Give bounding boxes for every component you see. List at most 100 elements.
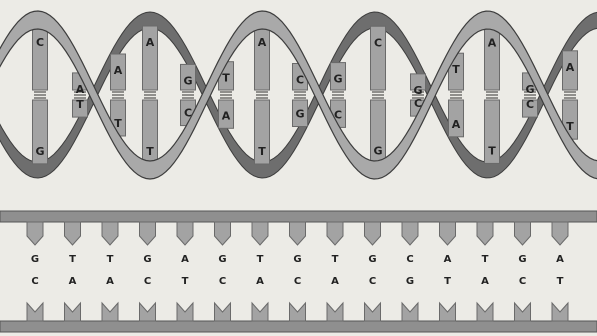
top-base-letter: C <box>406 254 413 265</box>
helix-base-bottom: A <box>452 118 461 131</box>
bottom-base-tab <box>365 303 381 321</box>
helix-base-bottom: G <box>35 145 44 158</box>
helix-base-pair: CG <box>371 26 386 163</box>
ladder-base-pair: GC <box>515 222 531 321</box>
helix-base-top: T <box>452 63 460 76</box>
top-base-tab <box>102 222 118 245</box>
top-base-tab <box>177 222 193 245</box>
bottom-base-letter: C <box>519 276 526 287</box>
bottom-base-tab <box>65 303 81 321</box>
ladder-base-pair: GC <box>290 222 306 321</box>
ladder-base-pair: GC <box>140 222 156 321</box>
top-base-letter: G <box>218 254 226 265</box>
top-base-tab <box>27 222 43 245</box>
bottom-base-letter: C <box>144 276 151 287</box>
top-base-letter: G <box>518 254 526 265</box>
top-base-letter: G <box>31 254 39 265</box>
helix-base-top: A <box>488 37 497 50</box>
bottom-base-letter: A <box>481 276 489 287</box>
helix-base-top: C <box>374 36 382 49</box>
top-base-tab <box>290 222 306 245</box>
top-backbone <box>0 211 597 222</box>
top-base-letter: G <box>368 254 376 265</box>
ladder-base-pair: TA <box>327 222 343 321</box>
helix-base-top: C <box>36 36 44 49</box>
bottom-base-tab <box>402 303 418 321</box>
helix-base-top: A <box>566 61 575 74</box>
helix-base-bottom: T <box>488 144 496 157</box>
helix-base-top: C <box>296 74 304 87</box>
top-base-letter: A <box>181 254 189 265</box>
ladder-base-pair: TA <box>102 222 118 321</box>
helix-base-top: G <box>525 83 534 96</box>
bottom-base-letter: C <box>294 276 301 287</box>
bottom-base-letter: C <box>219 276 226 287</box>
top-base-letter: A <box>444 254 452 265</box>
ladder-base-pair: AT <box>552 222 568 321</box>
helix-base-top: A <box>76 83 85 96</box>
top-base-letter: A <box>556 254 564 265</box>
ladder-base-pair: TA <box>477 222 493 321</box>
bottom-base-letter: A <box>331 276 339 287</box>
helix-base-top: A <box>114 64 123 77</box>
helix-base-bottom: T <box>258 145 266 158</box>
bottom-base-tab <box>140 303 156 321</box>
helix-base-bottom: G <box>373 145 382 158</box>
top-base-tab <box>552 222 568 245</box>
bottom-backbone <box>0 321 597 332</box>
bottom-base-letter: C <box>369 276 376 287</box>
bottom-base-tab <box>552 303 568 321</box>
top-base-tab <box>327 222 343 245</box>
top-base-letter: T <box>107 254 114 265</box>
top-base-letter: T <box>257 254 264 265</box>
bottom-base-tab <box>102 303 118 321</box>
top-base-tab <box>140 222 156 245</box>
bottom-base-tab <box>440 303 456 321</box>
top-base-tab <box>515 222 531 245</box>
helix-base-top: G <box>333 73 342 86</box>
top-base-tab <box>252 222 268 245</box>
ladder-base-pair: GC <box>27 222 43 321</box>
ladder-base-pair: AT <box>177 222 193 321</box>
bottom-base-tab <box>215 303 231 321</box>
top-base-tab <box>65 222 81 245</box>
bottom-base-tab <box>252 303 268 321</box>
helix-base-top: G <box>413 84 422 97</box>
top-base-letter: T <box>69 254 76 265</box>
helix-base-pair: AT <box>563 51 578 139</box>
bottom-base-tab <box>177 303 193 321</box>
helix-base-pair: AT <box>485 27 500 164</box>
helix-base-top: A <box>258 36 267 49</box>
helix-base-top: A <box>146 36 155 49</box>
bottom-base-tab <box>477 303 493 321</box>
helix-base-bottom: C <box>526 98 534 111</box>
bottom-base-letter: T <box>182 276 189 287</box>
ladder-base-pair: TA <box>65 222 81 321</box>
top-base-tab <box>477 222 493 245</box>
ladder-base-pair: GC <box>215 222 231 321</box>
helix-base-pair: AT <box>143 26 158 164</box>
bottom-base-letter: T <box>444 276 451 287</box>
helix-base-pair: AT <box>255 26 270 164</box>
top-base-letter: G <box>143 254 151 265</box>
bottom-base-tab <box>515 303 531 321</box>
helix-base-pair: CG <box>33 26 48 164</box>
helix-base-bottom: A <box>222 109 231 122</box>
bottom-base-letter: A <box>106 276 114 287</box>
ladder-base-pair: AT <box>440 222 456 321</box>
top-base-letter: T <box>332 254 339 265</box>
ladder-base-pair: GC <box>365 222 381 321</box>
top-base-tab <box>365 222 381 245</box>
helix-base-bottom: T <box>76 98 84 111</box>
bottom-base-letter: A <box>69 276 77 287</box>
top-base-letter: G <box>293 254 301 265</box>
helix-base-top: T <box>222 72 230 85</box>
top-base-tab <box>215 222 231 245</box>
helix-base-bottom: T <box>146 145 154 158</box>
bottom-base-letter: G <box>406 276 414 287</box>
bottom-base-letter: C <box>31 276 38 287</box>
bottom-base-tab <box>290 303 306 321</box>
